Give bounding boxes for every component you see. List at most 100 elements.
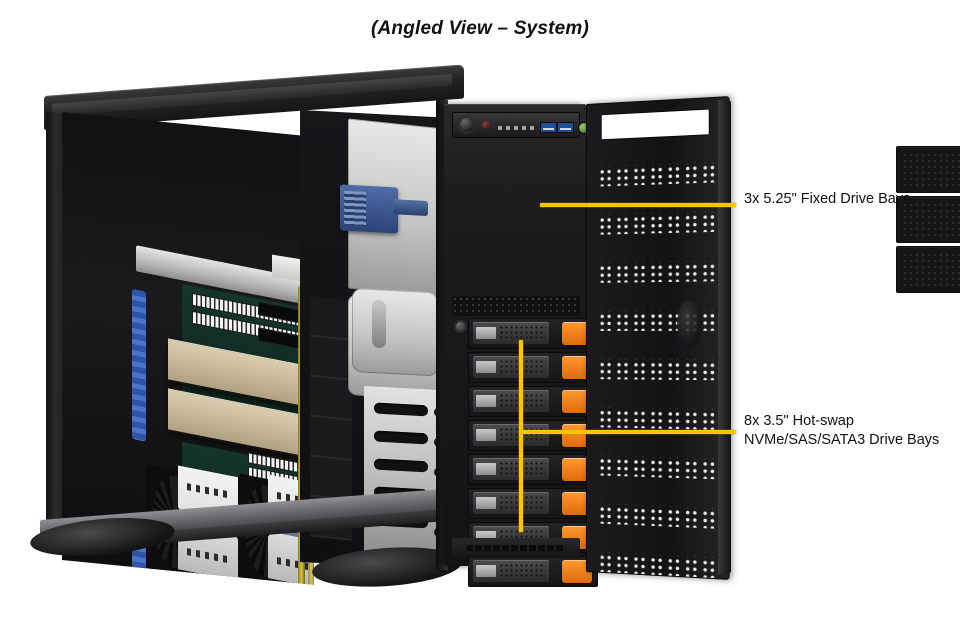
hot-swap-bay-6[interactable]	[468, 488, 598, 519]
usb-port[interactable]	[557, 122, 574, 133]
vent-cluster	[665, 555, 680, 577]
vent-cluster	[598, 503, 613, 525]
vent-cluster	[700, 507, 715, 529]
front-door[interactable]	[586, 96, 730, 580]
vent-cluster	[665, 163, 680, 185]
usb-port[interactable]	[540, 122, 557, 133]
front-vent-strip	[452, 296, 580, 316]
vent-cluster	[700, 211, 715, 233]
callout-fixed-line1: 3x 5.25" Fixed Drive Bays	[744, 191, 911, 207]
vent-cluster	[614, 165, 629, 186]
vent-cluster	[700, 408, 715, 430]
drive-carrier[interactable]	[473, 322, 549, 344]
drive-carrier[interactable]	[473, 424, 549, 446]
door-handle[interactable]	[600, 108, 710, 141]
vent-cluster	[665, 457, 680, 479]
front-face	[444, 104, 960, 587]
expansion-slot-plate	[364, 386, 443, 559]
hot-swap-bay-8[interactable]	[468, 556, 598, 587]
vent-cluster	[665, 408, 680, 429]
vent-cluster	[648, 163, 663, 185]
vent-cluster	[614, 407, 629, 428]
vent-cluster	[598, 214, 613, 235]
fixed-drive-bay-1[interactable]	[896, 146, 960, 193]
heatsink-fins	[187, 548, 229, 563]
vent-cluster	[700, 359, 715, 381]
leader-line-hotswap-vertical	[519, 340, 523, 532]
status-led	[530, 126, 534, 130]
drive-cage-handle[interactable]	[340, 184, 398, 234]
vent-cluster	[682, 211, 698, 233]
hot-swap-bay-5[interactable]	[468, 454, 598, 485]
bay-mesh-cover	[901, 201, 960, 238]
fixed-drive-bay-2[interactable]	[896, 196, 960, 243]
carrier-label	[476, 565, 496, 577]
carrier-label	[476, 361, 496, 373]
status-led	[506, 126, 510, 130]
hot-swap-bay-1[interactable]	[468, 318, 598, 349]
heatsink-fins	[187, 483, 229, 498]
carrier-label	[476, 497, 496, 509]
vent-cluster	[682, 359, 698, 381]
tray-slot	[372, 299, 386, 349]
vent-cluster	[648, 408, 663, 429]
callout-hotswap-line1: 8x 3.5" Hot-swap	[744, 413, 854, 429]
drive-carrier[interactable]	[473, 458, 549, 480]
fixed-drive-bay-3[interactable]	[896, 246, 960, 293]
hot-swap-bay-4[interactable]	[468, 420, 598, 451]
bay-mesh-cover	[901, 151, 960, 188]
release-latch[interactable]	[562, 560, 592, 583]
vent-cluster	[665, 506, 680, 528]
vent-cluster	[682, 555, 698, 578]
vent-cluster	[682, 457, 698, 479]
vent-cluster	[631, 407, 646, 429]
vent-cluster	[648, 554, 663, 576]
vent-cluster	[700, 310, 715, 331]
release-latch[interactable]	[562, 458, 592, 481]
hot-swap-bay-2[interactable]	[468, 352, 598, 383]
status-led	[498, 126, 502, 130]
door-outer-edge	[718, 100, 731, 574]
drive-carrier[interactable]	[473, 492, 549, 514]
power-button[interactable]	[458, 116, 476, 134]
release-latch[interactable]	[562, 390, 592, 413]
status-led	[522, 126, 526, 130]
vent-cluster	[648, 359, 663, 380]
front-bottom-grille	[452, 538, 580, 558]
drive-tray-front	[352, 288, 438, 377]
release-latch[interactable]	[562, 424, 592, 447]
release-latch[interactable]	[562, 492, 592, 515]
carrier-label	[476, 429, 496, 441]
vent-cluster	[598, 551, 613, 573]
handle-ribs	[344, 190, 366, 226]
reset-button[interactable]	[482, 121, 490, 129]
leader-line-hotswap-horizontal	[519, 430, 736, 434]
slot-opening	[374, 458, 428, 473]
front-io-panel	[452, 112, 604, 138]
release-latch[interactable]	[562, 356, 592, 379]
vent-cluster	[614, 552, 629, 574]
vent-cluster	[614, 310, 629, 331]
release-latch[interactable]	[562, 322, 592, 345]
vent-cluster	[700, 260, 715, 282]
drive-carrier[interactable]	[473, 560, 549, 582]
vent-cluster	[665, 212, 680, 234]
vent-cluster	[648, 212, 663, 234]
status-led	[514, 126, 518, 130]
bezel-lock[interactable]	[454, 320, 467, 333]
slot-opening	[374, 402, 428, 417]
drive-carrier[interactable]	[473, 390, 549, 412]
page-title: (Angled View – System)	[370, 18, 590, 39]
vent-cluster	[648, 261, 663, 283]
leader-line-fixed-bays	[540, 203, 736, 207]
vent-cluster	[614, 455, 629, 477]
hot-swap-bay-3[interactable]	[468, 386, 598, 417]
carrier-label	[476, 463, 496, 475]
vent-cluster	[648, 310, 663, 331]
pcie-slot-retainer-top	[132, 288, 146, 442]
vent-cluster	[682, 506, 698, 528]
drive-carrier[interactable]	[473, 356, 549, 378]
callout-hotswap-drive-bays: 8x 3.5" Hot-swap NVMe/SAS/SATA3 Drive Ba…	[744, 412, 939, 450]
vent-cluster	[631, 164, 646, 186]
